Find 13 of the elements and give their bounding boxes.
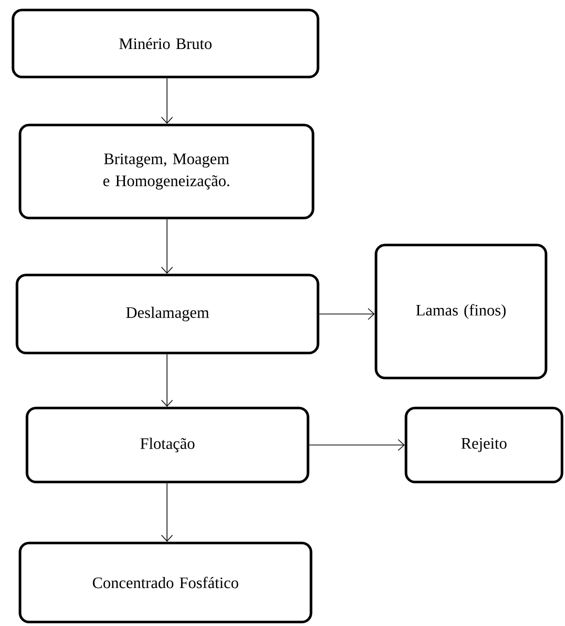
process-box: Flotação [26, 406, 310, 484]
process-box: Britagem, Moagem e Homogeneização. [18, 124, 314, 220]
arrow [318, 308, 375, 320]
arrow [308, 439, 405, 451]
process-box: Deslamagem [16, 274, 320, 354]
process-box: Minério Bruto [12, 8, 320, 78]
arrow [161, 482, 173, 542]
arrow [161, 218, 173, 274]
process-box: Lamas (finos) [374, 244, 548, 380]
process-box: Rejeito [404, 406, 564, 484]
arrow [161, 354, 173, 407]
arrow [161, 78, 173, 124]
process-box: Concentrado Fosfático [18, 542, 312, 624]
